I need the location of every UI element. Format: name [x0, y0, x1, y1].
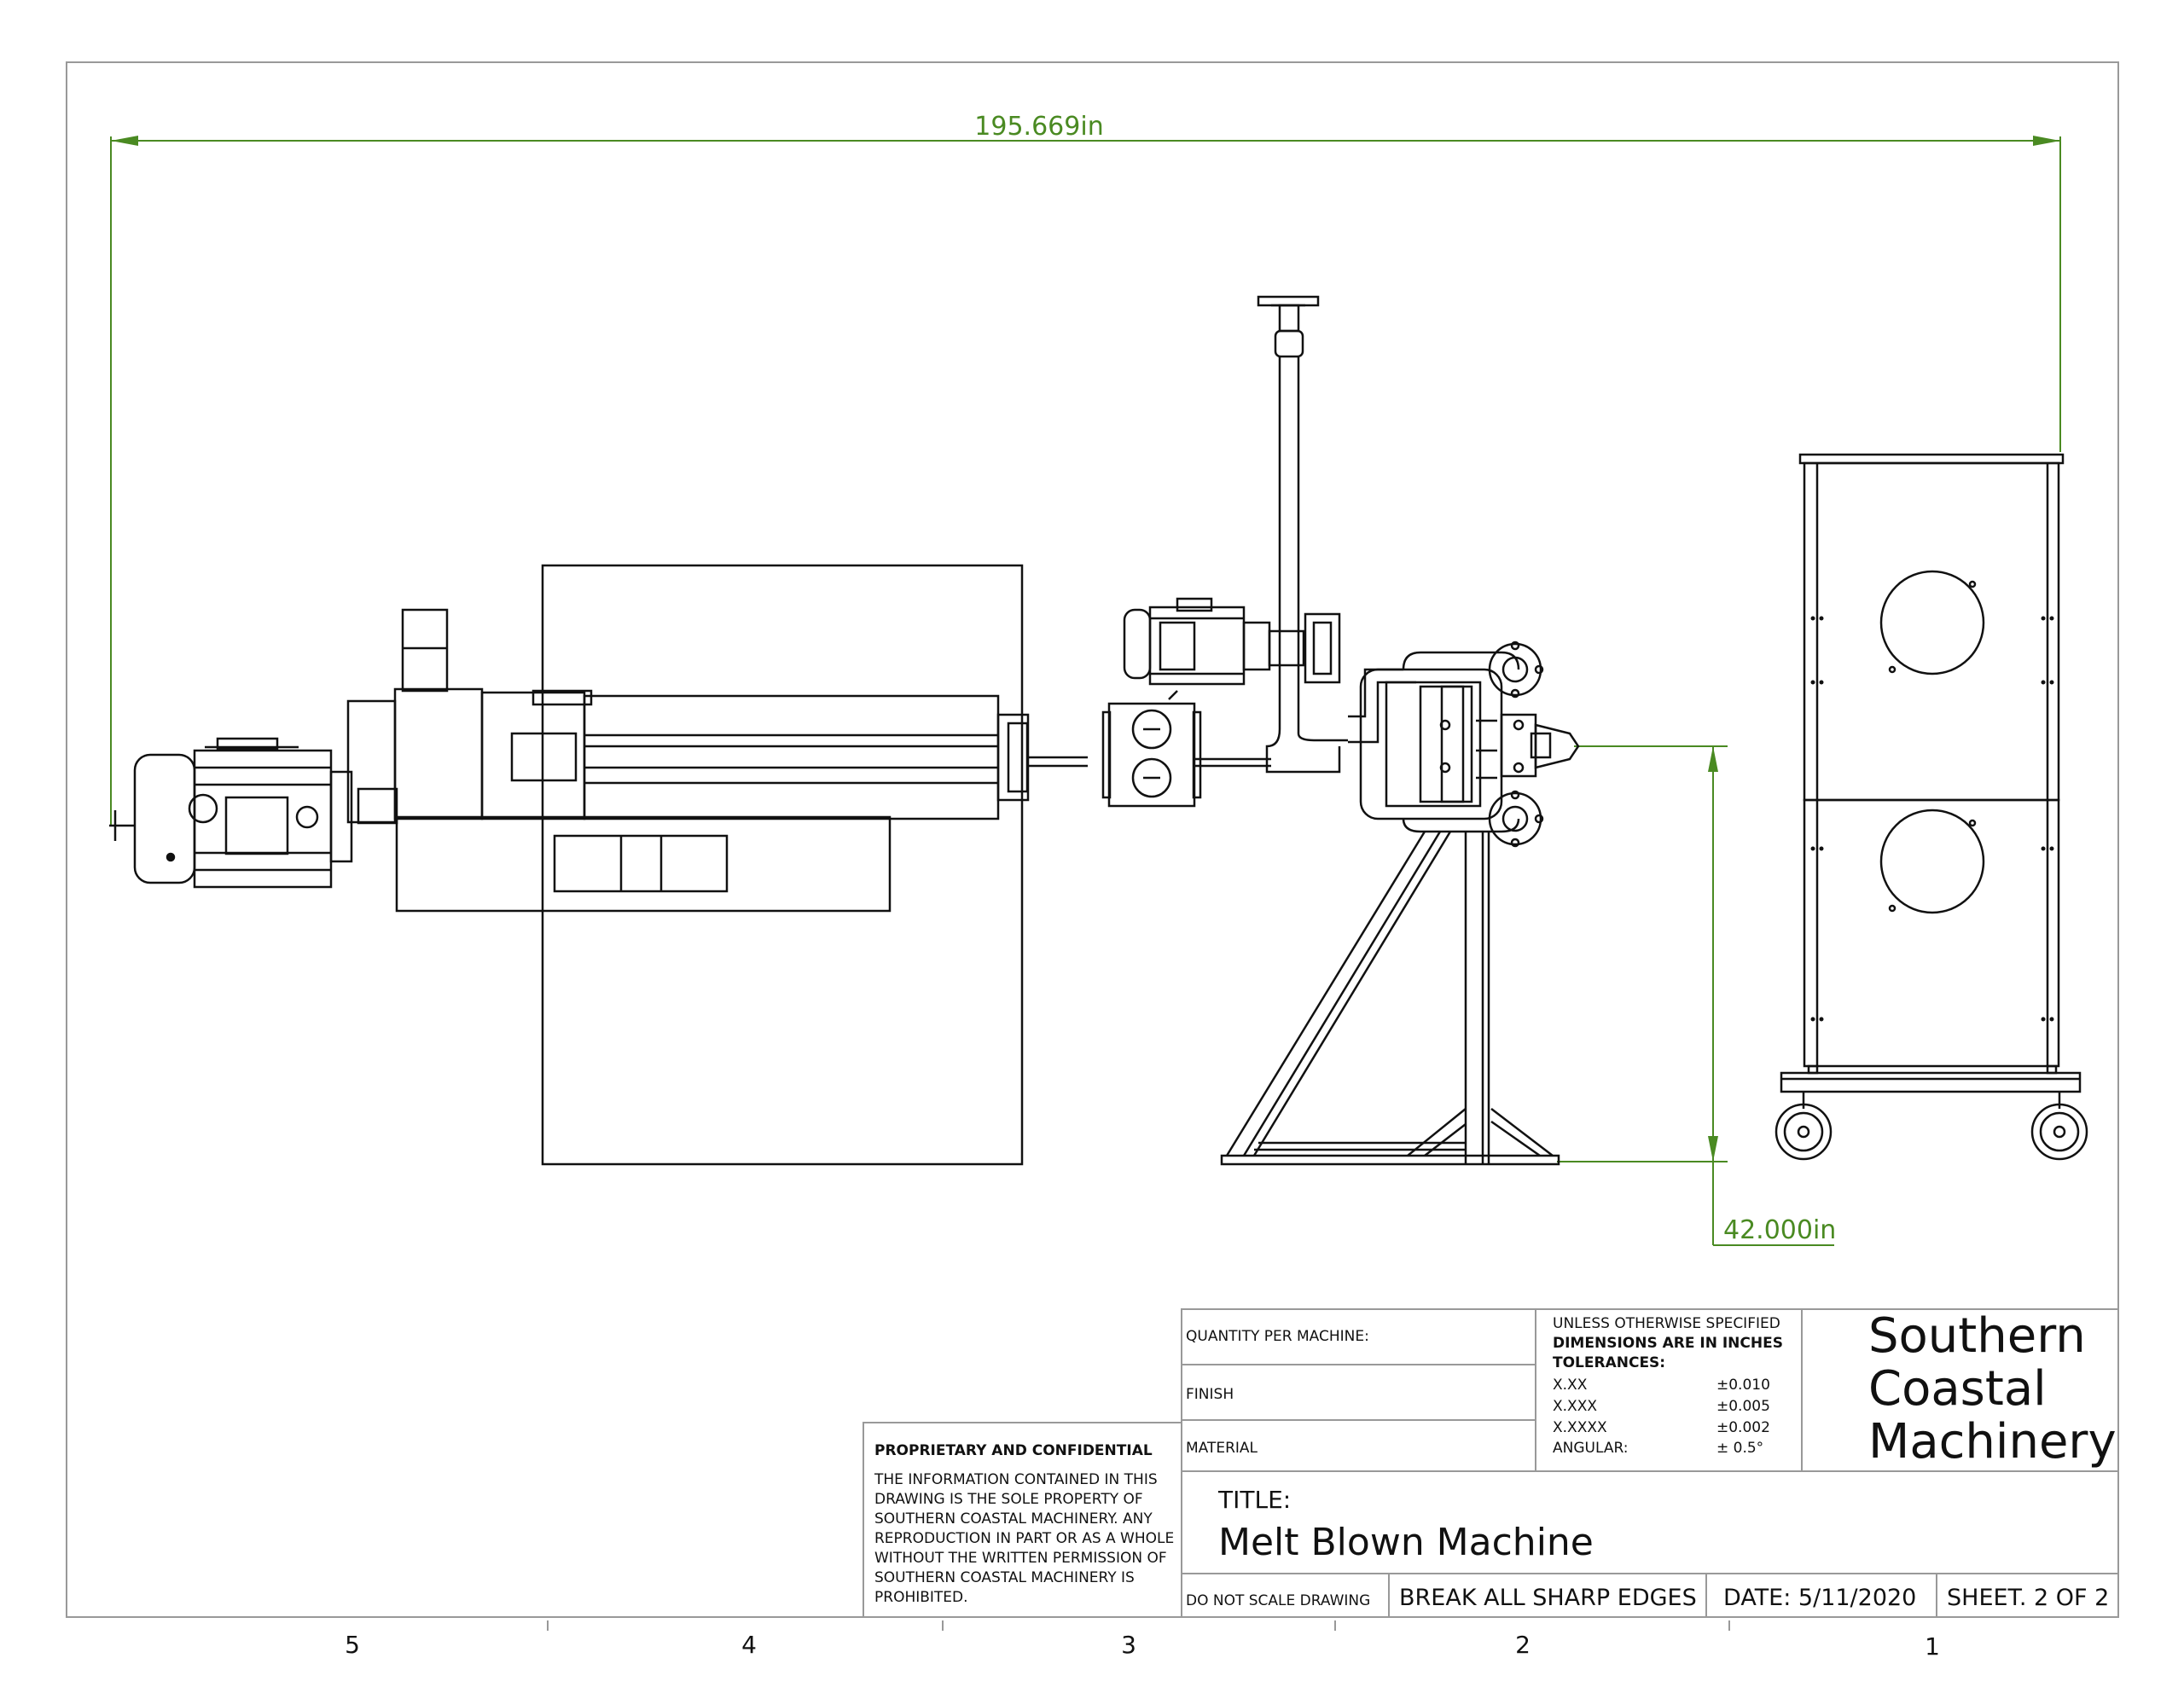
no-scale-note: DO NOT SCALE DRAWING [1186, 1592, 1370, 1609]
finish-label: FINISH [1186, 1386, 1234, 1403]
sheet-border [66, 61, 2119, 1618]
title-block: QUANTITY PER MACHINE: FINISH MATERIAL UN… [863, 1308, 2119, 1618]
proprietary-line: SOUTHERN COASTAL MACHINERY. ANY [874, 1510, 1153, 1528]
tolerance-value: ±0.005 [1716, 1398, 1770, 1415]
height-label: 42.000in [1723, 1215, 1836, 1245]
zone-label: 4 [741, 1631, 757, 1659]
tolerance-value: ±0.010 [1716, 1377, 1770, 1394]
proprietary-line: THE INFORMATION CONTAINED IN THIS [874, 1471, 1158, 1488]
die-head [1348, 641, 1580, 848]
gearbox [346, 608, 593, 825]
title-label: TITLE: [1217, 1486, 1291, 1514]
proprietary-line: REPRODUCTION IN PART OR AS A WHOLE [874, 1530, 1174, 1547]
tolerance-header: UNLESS OTHERWISE SPECIFIED [1553, 1315, 1780, 1332]
drawing-title: Melt Blown Machine [1218, 1521, 1594, 1564]
tolerance-format: X.XXXX [1553, 1419, 1607, 1436]
air-supply-pipe [1257, 295, 1348, 774]
extruder-base [395, 815, 892, 913]
height-dimension: 42.000in [1557, 745, 1836, 1246]
zone-label: 5 [345, 1631, 360, 1659]
tolerance-format: X.XX [1553, 1377, 1588, 1394]
tolerance-units: DIMENSIONS ARE IN INCHES [1553, 1335, 1783, 1352]
tolerance-value: ±0.002 [1716, 1419, 1770, 1436]
extruder-barrel [583, 694, 1088, 820]
company-name-line: Coastal [1868, 1361, 2047, 1417]
company-name-line: Southern [1868, 1308, 2086, 1364]
drive-motor [109, 737, 353, 889]
zone-label: 3 [1121, 1631, 1136, 1659]
overall-length-dimension: 195.669in [110, 112, 2061, 826]
blower-motor [1123, 597, 1341, 686]
proprietary-line: PROHIBITED. [874, 1589, 968, 1606]
material-label: MATERIAL [1186, 1440, 1258, 1457]
melt-pump [1101, 690, 1271, 808]
melt-blown-machine-drawing [109, 295, 2088, 1166]
zone-label: 2 [1515, 1631, 1531, 1659]
sheet-number: SHEET. 2 OF 2 [1947, 1585, 2109, 1611]
proprietary-title: PROPRIETARY AND CONFIDENTIAL [874, 1442, 1153, 1459]
proprietary-line: SOUTHERN COASTAL MACHINERY IS [874, 1569, 1135, 1586]
quantity-label: QUANTITY PER MACHINE: [1186, 1328, 1369, 1345]
zone-labels: 5 4 3 2 1 [345, 1620, 1940, 1661]
proprietary-line: DRAWING IS THE SOLE PROPERTY OF [874, 1491, 1143, 1508]
tolerance-title: TOLERANCES: [1553, 1354, 1665, 1371]
edges-note: BREAK ALL SHARP EDGES [1399, 1585, 1697, 1611]
platform-outline [541, 564, 1024, 1166]
die-stand [1220, 831, 1560, 1166]
control-cabinet [1774, 453, 2088, 1161]
tolerance-value: ± 0.5° [1716, 1440, 1763, 1457]
zone-label: 1 [1925, 1632, 1940, 1661]
drawing-date: DATE: 5/11/2020 [1723, 1585, 1916, 1611]
proprietary-line: WITHOUT THE WRITTEN PERMISSION OF [874, 1550, 1167, 1567]
overall-length-label: 195.669in [974, 112, 1103, 142]
company-name-line: Machinery [1868, 1414, 2117, 1470]
tolerance-format: X.XXX [1553, 1398, 1597, 1415]
tolerance-format: ANGULAR: [1553, 1440, 1628, 1457]
